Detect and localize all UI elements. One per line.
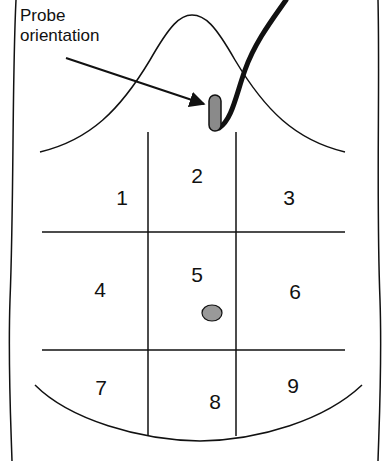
grid-line bbox=[42, 349, 345, 351]
region-number: 3 bbox=[283, 186, 295, 210]
region-number: 2 bbox=[191, 164, 203, 188]
ultrasound-probe bbox=[209, 95, 221, 131]
region-number: 7 bbox=[95, 376, 107, 400]
grid-line bbox=[42, 231, 345, 233]
pelvic-outline bbox=[35, 385, 362, 441]
leader-arrow bbox=[66, 58, 204, 104]
region-number: 1 bbox=[116, 186, 128, 210]
region-number: 5 bbox=[191, 263, 203, 287]
region-number: 9 bbox=[287, 374, 299, 398]
grid-line bbox=[235, 132, 237, 436]
region-number: 6 bbox=[289, 280, 301, 304]
probe-label: Probe orientation bbox=[20, 6, 140, 45]
probe-cable bbox=[219, 0, 286, 128]
region-number: 8 bbox=[209, 390, 221, 414]
grid-line bbox=[147, 132, 149, 436]
torso-outline bbox=[378, 0, 381, 461]
umbilicus-dot bbox=[202, 305, 222, 321]
torso-outline bbox=[9, 0, 16, 461]
region-number: 4 bbox=[94, 278, 106, 302]
